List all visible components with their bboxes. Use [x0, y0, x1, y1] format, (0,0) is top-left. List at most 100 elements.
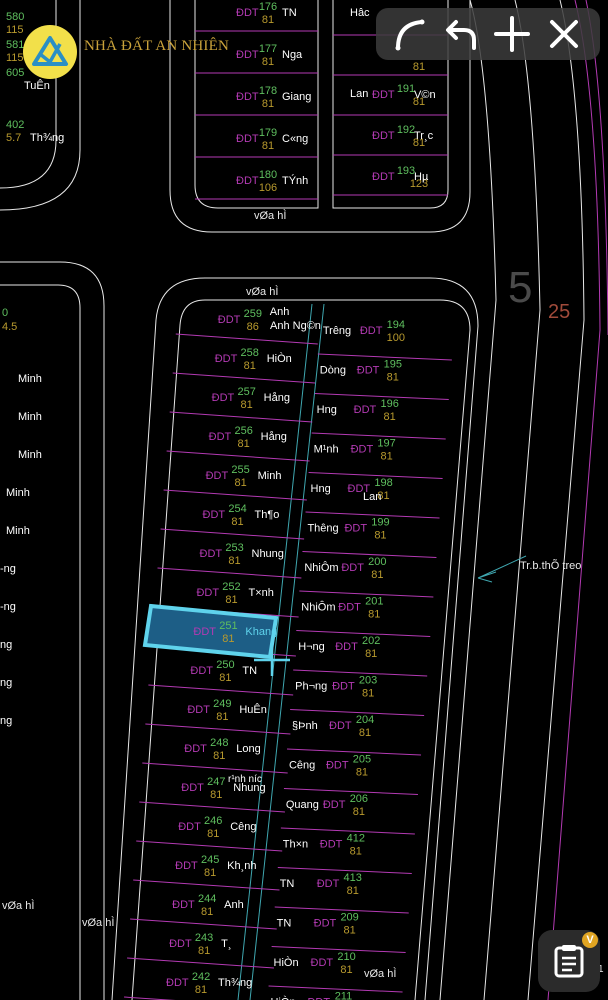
main-block-outer	[111, 277, 479, 1000]
lot-owner: NhiÔm	[304, 561, 338, 574]
lot-code: ĐDT	[209, 431, 232, 443]
lot-number: 205	[353, 754, 371, 766]
lot-code: ĐDT	[323, 799, 346, 811]
lot-code: ĐDT	[187, 704, 210, 716]
lot-area: 81	[207, 828, 219, 840]
lot-number: 244	[198, 893, 216, 905]
lot-divider	[280, 827, 415, 835]
lot-area: 115	[6, 24, 24, 36]
drawing-toolbar	[376, 8, 600, 60]
lot-owner: H­¬ng	[298, 641, 325, 653]
close-x-icon[interactable]	[544, 14, 584, 54]
road-label: vØa hÌ	[82, 916, 114, 929]
curve-arc-icon[interactable]	[390, 14, 430, 54]
lot-owner: C­êng	[230, 821, 256, 833]
lot-code: ĐDT	[329, 720, 352, 732]
lot-code: ĐDT	[236, 133, 259, 145]
lot-code: ĐDT	[332, 681, 355, 693]
lot-number: 200	[368, 556, 386, 568]
edge-number: 1	[598, 964, 604, 975]
lot-owner: TN	[242, 665, 257, 677]
lot-number: 195	[384, 359, 402, 371]
lot-number: 245	[201, 854, 219, 866]
lot-owner: Anh	[270, 306, 290, 318]
lot-number: 177	[259, 43, 277, 55]
lot-owner: M¹nh	[314, 444, 339, 456]
lot-area: 81	[219, 672, 231, 684]
lot-area: 81	[371, 569, 383, 581]
lot-owner: Anh	[224, 899, 244, 911]
road-label: vØa hÌ	[254, 209, 286, 222]
lot-area: 81	[413, 137, 425, 149]
lot-area: 81	[210, 789, 222, 801]
lot-number: 256	[234, 425, 252, 437]
plus-icon[interactable]	[492, 14, 532, 54]
lot-divider	[308, 472, 443, 479]
lot-divider	[314, 393, 449, 400]
left-lower-block-inner	[0, 284, 81, 1000]
lot-number: 201	[365, 596, 383, 608]
lot-owner: Minh	[6, 525, 30, 537]
lot-owner: TN	[280, 878, 295, 890]
selected-parcel[interactable]	[142, 603, 279, 660]
lot-divider	[166, 450, 310, 462]
lot-number: 580	[6, 11, 24, 23]
lot-owner: C­êng	[289, 760, 315, 772]
right-road-4	[547, 0, 601, 1000]
lot-number: 402	[6, 119, 24, 131]
lot-number: 203	[359, 675, 377, 687]
lot-number: 243	[195, 932, 213, 944]
lot-divider	[305, 511, 440, 519]
upper-block-outline	[169, 0, 471, 233]
lot-owner: Hång	[264, 392, 290, 404]
lot-area: 81	[384, 411, 396, 423]
lot-owner: Tr¸c	[414, 130, 434, 142]
lot-code: ĐDT	[215, 353, 238, 365]
lot-code: ĐDT	[351, 444, 374, 456]
lot-divider	[172, 372, 316, 384]
lot-owner: Th­êng	[307, 523, 338, 535]
lot-number: 247	[207, 776, 225, 788]
lot-owner: ­-ng	[0, 563, 16, 575]
lot-number: 179	[259, 127, 277, 139]
lot-code: ĐDT	[236, 7, 259, 19]
lot-number: 259	[244, 308, 262, 320]
road-number: 5	[508, 263, 532, 312]
lot-owner: §Þnh	[292, 720, 318, 732]
lot-number: 209	[340, 912, 358, 924]
lot-number: 211	[335, 991, 353, 1000]
lot-divider	[290, 709, 425, 716]
lot-code: ĐDT	[320, 839, 343, 851]
left-upper-block-inner	[0, 0, 57, 189]
lot-number: 250	[216, 659, 234, 671]
lot-divider	[160, 528, 305, 540]
lot-owner: TN	[282, 7, 297, 19]
lot-number: 197	[377, 438, 395, 450]
notes-button[interactable]: V	[538, 930, 600, 992]
lot-code: ĐDT	[338, 602, 361, 614]
lot-divider	[311, 432, 446, 440]
lot-owner: Minh	[6, 487, 30, 499]
undo-arrow-icon[interactable]	[440, 14, 480, 54]
lot-owner: TN	[277, 918, 292, 930]
lot-owner: ng	[0, 639, 12, 651]
lot-area: 81	[216, 711, 228, 723]
lot-divider	[145, 723, 291, 735]
lot-owner: Th¾ng	[218, 977, 252, 989]
lot-number: 202	[362, 635, 380, 647]
lot-owner: Giang	[282, 91, 311, 103]
lot-number: 252	[222, 581, 240, 593]
lot-code: ĐDT	[311, 957, 334, 969]
lot-code: ĐDT	[335, 641, 358, 653]
lot-area: 81	[380, 451, 392, 463]
lot-code: ĐDT	[184, 743, 207, 755]
left-lower-block	[0, 261, 105, 1000]
lot-area: 81	[387, 372, 399, 384]
lot-area: 81	[262, 98, 274, 110]
lot-owner: HuÊn	[239, 703, 267, 716]
lot-number: 605	[6, 67, 24, 79]
lot-owner: TuÊn	[24, 79, 50, 92]
